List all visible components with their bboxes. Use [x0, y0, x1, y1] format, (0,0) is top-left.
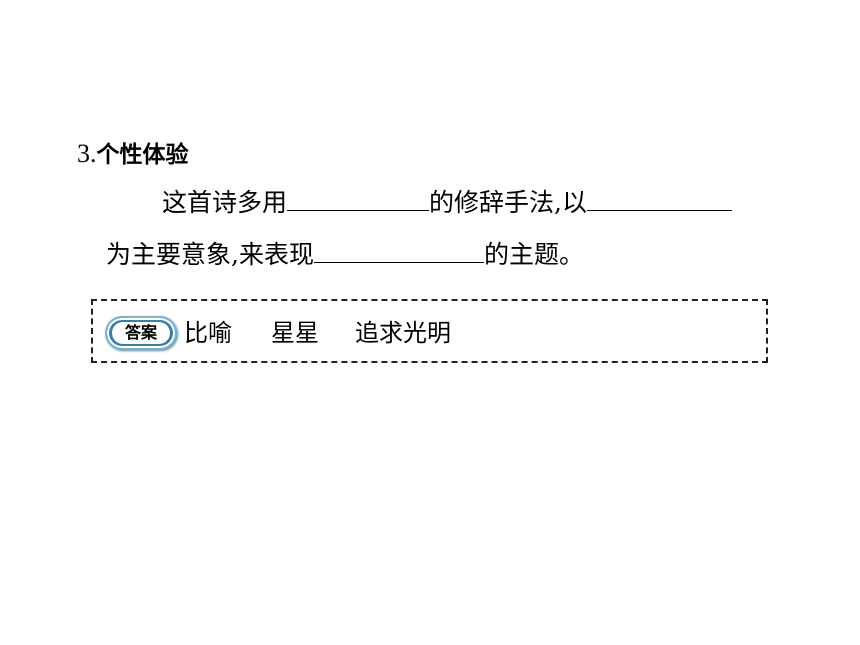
question-number: 3.: [77, 139, 97, 168]
question-line-1: 这首诗多用 的修辞手法,以: [162, 184, 732, 220]
fill-blank-3[interactable]: [313, 236, 484, 263]
fill-blank-2[interactable]: [586, 184, 732, 211]
answer-item-2: 星星: [271, 319, 319, 347]
line2-text-b: 的主题。: [483, 240, 584, 269]
line1-text-a: 这首诗多用: [162, 188, 288, 217]
answer-badge-label: 答案: [112, 322, 170, 344]
fill-blank-1[interactable]: [287, 184, 430, 211]
question-title: 个性体验: [96, 142, 189, 168]
answer-item-3: 追求光明: [355, 319, 451, 347]
answer-badge: 答案: [105, 316, 177, 350]
question-heading: 3.个性体验: [77, 138, 189, 171]
answer-item-1: 比喻: [184, 319, 232, 347]
line2-text-a: 为主要意象,来表现: [106, 240, 314, 269]
line1-text-b: 的修辞手法,以: [429, 188, 587, 217]
question-line-2: 为主要意象,来表现 的主题。: [106, 236, 584, 272]
answer-box: 答案 比喻 星星 追求光明: [91, 299, 768, 363]
